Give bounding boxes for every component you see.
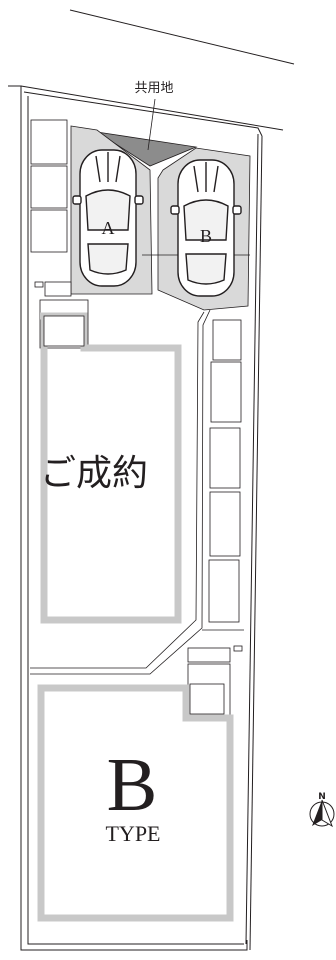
lot-boundary bbox=[8, 85, 284, 951]
lot-b-outline bbox=[37, 683, 234, 922]
lot-b-type-label: TYPE bbox=[106, 821, 161, 846]
car-a-icon bbox=[72, 149, 144, 287]
left-storage-boxes bbox=[30, 119, 72, 297]
parking-spot-a-label: A bbox=[102, 218, 115, 238]
lot-sold-outline bbox=[39, 299, 182, 624]
lot-b-type-letter: B bbox=[107, 743, 158, 827]
lot-sold-status: ご成約 bbox=[40, 453, 148, 494]
car-b-icon bbox=[170, 159, 242, 297]
compass-north-label: N bbox=[318, 792, 326, 802]
common-area-leader bbox=[147, 98, 156, 151]
road-edge-line bbox=[69, 9, 295, 65]
passage-lines bbox=[30, 309, 244, 675]
common-area bbox=[96, 131, 198, 167]
common-area-label: 共用地 bbox=[134, 81, 173, 96]
north-arrow-icon bbox=[309, 799, 335, 828]
parking-spot-b-label: B bbox=[200, 226, 212, 246]
right-storage-boxes bbox=[208, 319, 242, 623]
